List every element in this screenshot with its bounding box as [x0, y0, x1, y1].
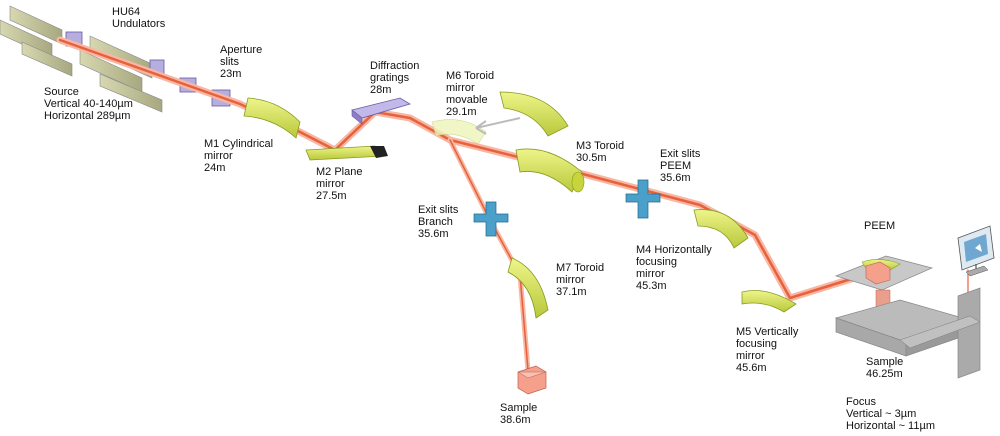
label-undulators-line-2: Undulators	[112, 18, 166, 30]
label-aperture-line-3: 23m	[220, 68, 242, 80]
label-m7-line-1: M7 Toroid	[556, 262, 605, 274]
undulator-lower	[21, 41, 163, 113]
label-m4-line-4: 45.3m	[636, 280, 667, 292]
label-sample-peem-line-1: Sample	[866, 356, 904, 368]
exit-slits-peem	[625, 179, 661, 219]
label-m5-line-4: 45.6m	[736, 362, 767, 374]
diffraction-gratings	[351, 97, 411, 125]
m5-mirror	[741, 290, 797, 313]
label-m7: M7 Toroid mirror 37.1m	[556, 262, 604, 298]
label-aperture-line-1: Aperture	[220, 44, 263, 56]
label-aperture: Aperture slits 23m	[220, 44, 262, 80]
label-gratings: Diffraction gratings 28m	[370, 60, 419, 96]
m6-mirror	[431, 91, 569, 145]
beam-branch	[447, 137, 531, 373]
label-exit-branch-line-3: 35.6m	[418, 228, 449, 240]
exit-slits-branch	[473, 201, 509, 237]
label-sample-branch: Sample 38.6m	[500, 402, 537, 426]
label-m4: M4 Horizontally focusing mirror 45.3m	[636, 244, 712, 292]
label-peem: PEEM	[864, 220, 895, 232]
label-sample-peem: Sample 46.25m	[866, 356, 903, 380]
m2-mirror	[305, 145, 388, 161]
label-exit-branch: Exit slits Branch 35.6m	[418, 204, 458, 240]
m4-mirror	[693, 209, 749, 249]
label-sample-branch-line-1: Sample	[500, 402, 538, 414]
label-m7-line-2: mirror	[556, 274, 585, 286]
label-m1: M1 Cylindrical mirror 24m	[204, 138, 273, 174]
m1-mirror	[243, 97, 301, 139]
sample-branch-cube	[517, 365, 547, 395]
label-exit-branch-line-2: Branch	[418, 216, 453, 228]
label-source-line-1: Source	[44, 86, 79, 98]
peem-stage	[834, 255, 981, 379]
label-exit-peem: Exit slits PEEM 35.6m	[660, 148, 700, 184]
label-peem-line-1: PEEM	[864, 220, 896, 232]
label-m6-line-1: M6 Toroid	[446, 70, 495, 82]
label-exit-peem-line-3: 35.6m	[660, 172, 691, 184]
label-focus: Focus Vertical ~ 3µm Horizontal ~ 11µm	[846, 396, 935, 432]
label-gratings-line-2: gratings	[370, 72, 410, 84]
label-m6: M6 Toroid mirror movable 29.1m	[446, 70, 494, 118]
beam-branch-core	[449, 139, 529, 371]
label-m6-line-3: movable	[446, 94, 488, 106]
label-m2-line-1: M2 Plane	[316, 166, 363, 178]
label-m1-line-1: M1 Cylindrical	[204, 138, 274, 150]
label-m1-line-3: 24m	[204, 162, 226, 174]
label-m4-line-3: mirror	[636, 268, 665, 280]
monitor-icon	[957, 225, 995, 277]
label-m4-line-1: M4 Horizontally	[636, 244, 712, 256]
label-m5-line-1: M5 Vertically	[736, 326, 799, 338]
label-m2: M2 Plane mirror 27.5m	[316, 166, 362, 202]
label-exit-peem-line-2: PEEM	[660, 160, 692, 172]
m7-mirror	[507, 257, 549, 319]
label-sample-peem-line-2: 46.25m	[866, 368, 903, 380]
label-m1-line-2: mirror	[204, 150, 233, 162]
label-source-line-3: Horizontal 289µm	[44, 110, 131, 122]
label-aperture-line-2: slits	[220, 56, 239, 68]
label-m5-line-3: mirror	[736, 350, 765, 362]
label-source: Source Vertical 40-140µm Horizontal 289µ…	[44, 86, 133, 122]
label-focus-line-1: Focus	[846, 396, 876, 408]
label-m3-line-1: M3 Toroid	[576, 140, 625, 152]
label-m3-line-2: 30.5m	[576, 152, 607, 164]
label-focus-line-2: Vertical ~ 3µm	[846, 408, 917, 420]
label-m5-line-2: focusing	[736, 338, 777, 350]
label-source-line-2: Vertical 40-140µm	[44, 98, 133, 110]
label-sample-branch-line-2: 38.6m	[500, 414, 531, 426]
label-m2-line-3: 27.5m	[316, 190, 347, 202]
label-exit-branch-line-1: Exit slits	[418, 204, 459, 216]
label-focus-line-3: Horizontal ~ 11µm	[846, 420, 935, 432]
label-gratings-line-1: Diffraction	[370, 60, 420, 72]
label-undulators: HU64 Undulators	[112, 6, 165, 30]
label-m2-line-2: mirror	[316, 178, 345, 190]
m3-mirror	[515, 148, 585, 193]
label-m5: M5 Vertically focusing mirror 45.6m	[736, 326, 798, 374]
label-m6-line-4: 29.1m	[446, 106, 477, 118]
label-exit-peem-line-1: Exit slits	[660, 148, 701, 160]
label-m4-line-2: focusing	[636, 256, 677, 268]
label-m6-line-2: mirror	[446, 82, 475, 94]
label-undulators-line-1: HU64	[112, 6, 141, 18]
beam-path	[56, 36, 969, 373]
label-gratings-line-3: 28m	[370, 84, 392, 96]
label-m3: M3 Toroid 30.5m	[576, 140, 624, 164]
label-m7-line-3: 37.1m	[556, 286, 587, 298]
